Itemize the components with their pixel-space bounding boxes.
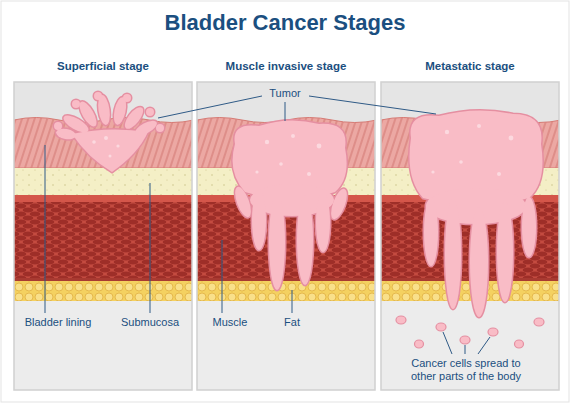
part-label: Bladder lining [25, 316, 92, 329]
part-label: Muscle [213, 316, 248, 329]
part-label: Fat [284, 316, 300, 329]
part-label: Cancer cells spread to other parts of th… [400, 357, 532, 383]
leader-lines [45, 96, 490, 354]
stage-heading: Muscle invasive stage [197, 58, 375, 72]
diagram-title: Bladder Cancer Stages [0, 10, 570, 36]
stage-panel: Superficial stage [14, 58, 192, 390]
stage-heading: Superficial stage [14, 58, 192, 72]
part-label: Tumor [269, 87, 300, 100]
stage-panel: Muscle invasive stage [197, 58, 375, 390]
stage-heading: Metastatic stage [381, 58, 559, 72]
part-label: Submucosa [121, 316, 179, 329]
stage-panel: Metastatic stage [381, 58, 559, 390]
